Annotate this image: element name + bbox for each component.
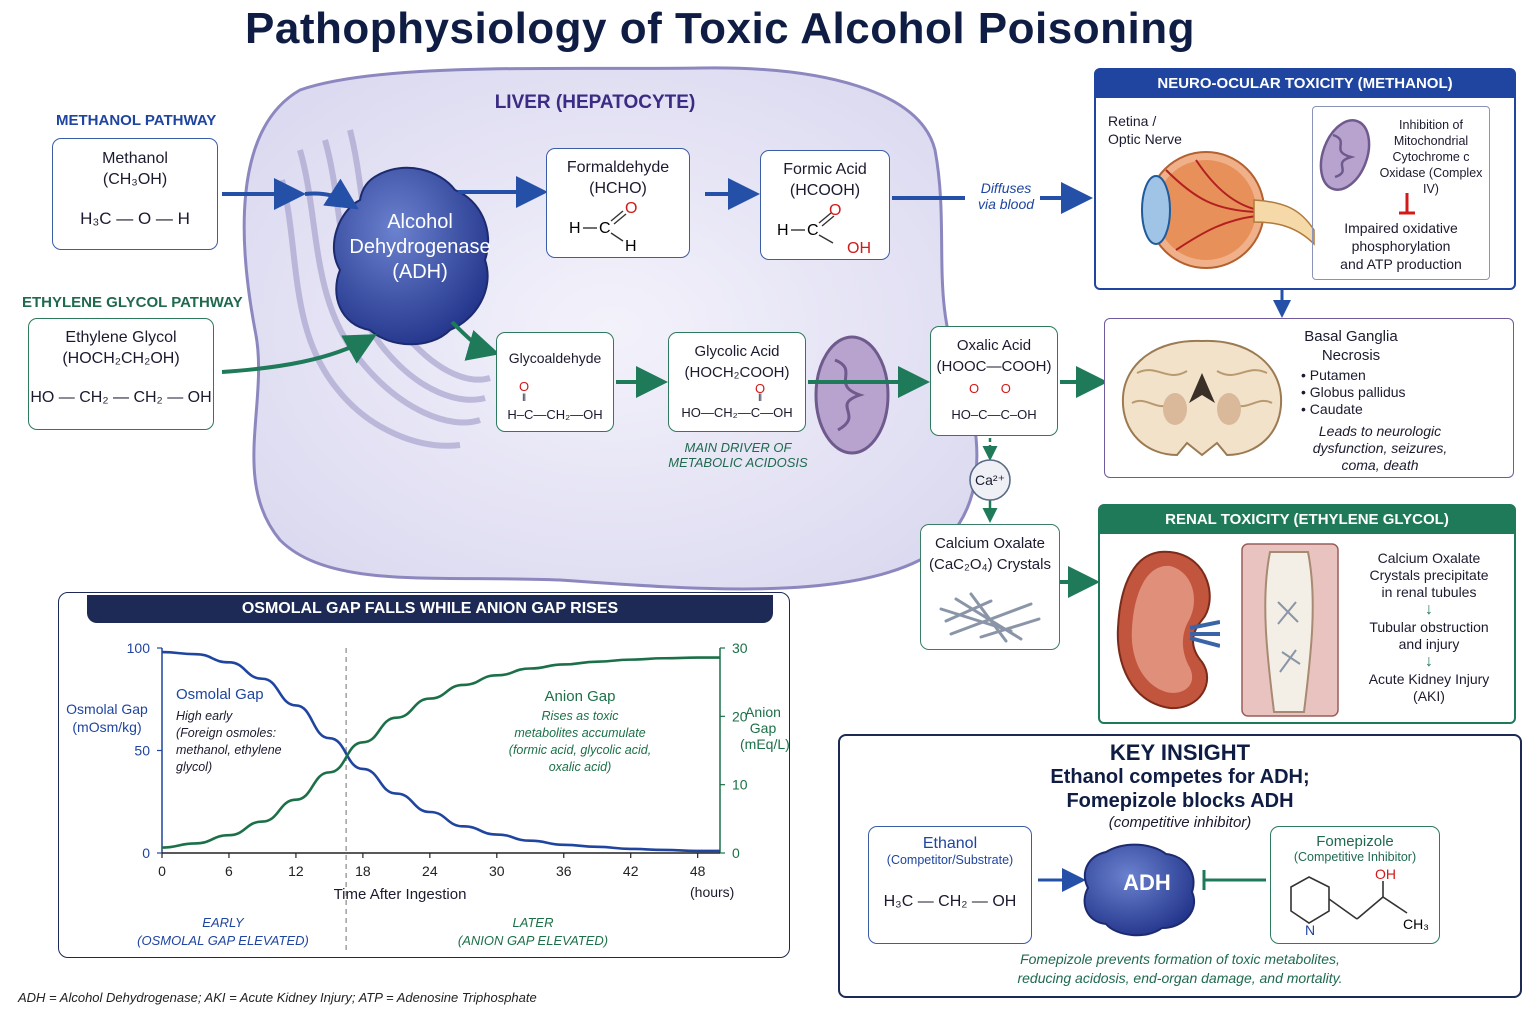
svg-text:N: N [1305,922,1315,938]
neuro-ocular-header: NEURO-OCULAR TOXICITY (METHANOL) [1096,70,1514,98]
y-left-label: Osmolal Gap(mOsm/kg) [66,701,148,735]
later-label: LATER(ANION GAP ELEVATED) [457,915,609,948]
svg-text:C: C [599,220,611,237]
brain-illustration [1121,339,1283,457]
osmolal-annotation-title: Osmolal Gap [176,686,264,703]
renal-header: RENAL TOXICITY (ETHYLENE GLYCOL) [1100,506,1514,534]
page-title: Pathophysiology of Toxic Alcohol Poisoni… [245,4,1195,53]
ethylene-glycol-card: Ethylene Glycol (HOCH₂CH₂OH) HO — CH₂ — … [28,318,214,430]
calcium-oxalate-card: Calcium Oxalate (CaC₂O₄) Crystals [920,524,1060,650]
osmolal-annotation: High early(Foreign osmoles:methanol, eth… [176,709,282,774]
methanol-card: Methanol (CH₃OH) H₃C — O — H [52,138,218,250]
calcium-ion-label: Ca²⁺ [975,472,1005,488]
gap-chart-panel: OSMOLAL GAP FALLS WHILE ANION GAP RISES [58,592,790,958]
glycoaldehyde-card: Glycoaldehyde O ‖ H–C—CH₂—OH [496,332,614,432]
ethylene-glycol-structure: HO — CH₂ — CH₂ — OH [30,389,212,406]
mitochondrion-icon [1319,119,1371,191]
key-insight-footer: Fomepizole prevents formation of toxic m… [1017,951,1343,986]
basal-ganglia-list: • Putamen • Globus pallidus • Caudate [1301,367,1406,417]
retina-label: Retina /Optic Nerve [1108,113,1182,147]
eg-pathway-label: ETHYLENE GLYCOL PATHWAY [22,294,243,311]
svg-text:H: H [569,220,581,237]
calcium-ion-circle [969,459,1011,501]
eye-illustration [1141,151,1315,269]
svg-text:H: H [625,238,637,255]
svg-text:H: H [777,222,789,239]
adh-competition-illustration [1038,843,1266,937]
glycolic-acid-structure: HO—CH₂—C—OH [681,405,793,420]
crystals-illustration [939,592,1041,643]
mitochondrion-illustration [814,335,890,455]
formic-acid-card: Formic Acid (HCOOH) H C O OH [760,150,890,260]
fomepizole-card: Fomepizole (Competitive Inhibitor) N OH … [1270,826,1440,944]
key-insight-panel: KEY INSIGHT Ethanol competes for ADH; Fo… [838,734,1522,998]
kidney-illustration [1116,550,1220,710]
svg-text:CH₃: CH₃ [1403,916,1429,932]
neuro-ocular-panel: NEURO-OCULAR TOXICITY (METHANOL) Retina … [1094,68,1516,290]
chart-title: OSMOLAL GAP FALLS WHILE ANION GAP RISES [87,595,773,623]
glycoaldehyde-structure: H–C—CH₂—OH [507,407,603,422]
svg-text:O: O [829,202,841,219]
ethanol-card: Ethanol (Competitor/Substrate) H₃C — CH₂… [868,826,1032,944]
anion-annotation-title: Anion Gap [544,688,616,705]
liver-label: LIVER (HEPATOCYTE) [494,92,696,113]
methanol-pathway-label: METHANOL PATHWAY [56,112,217,129]
ethanol-structure: H₃C — CH₂ — OH [883,893,1017,910]
methanol-structure: H₃C — O — H [80,209,190,228]
svg-text:C: C [807,222,819,239]
early-label: EARLY(OSMOLAL GAP ELEVATED) [137,915,309,948]
inhibition-icon [1399,193,1415,215]
renal-tubule-illustration [1241,543,1339,717]
svg-text:OH: OH [847,240,871,257]
key-insight-title: KEY INSIGHT [1109,740,1251,765]
svg-text:OH: OH [1375,867,1396,882]
glycolic-acid-card: Glycolic Acid (HOCH₂COOH) O ‖ HO—CH₂—C—O… [668,332,806,432]
renal-panel: RENAL TOXICITY (ETHYLENE GLYCOL) Calcium… [1098,504,1516,724]
adh-insight-label: ADH [1123,870,1171,895]
footnote: ADH = Alcohol Dehydrogenase; AKI = Acute… [18,990,537,1005]
svg-text:O: O [625,200,637,217]
oxalic-acid-structure: HO–C—C–OH [951,407,1037,422]
fomepizole-structure: N OH CH₃ [1290,867,1429,938]
formaldehyde-card: Formaldehyde (HCHO) H C O H [546,148,690,258]
oxalic-acid-card: Oxalic Acid (HOOC—COOH) O O HO–C—C–OH [930,326,1058,436]
x-axis-label: Time After Ingestion [333,886,467,903]
formaldehyde-structure: H C O H [569,200,637,255]
x-axis-unit: (hours) [690,884,735,900]
formic-acid-structure: H C O OH [777,202,871,257]
